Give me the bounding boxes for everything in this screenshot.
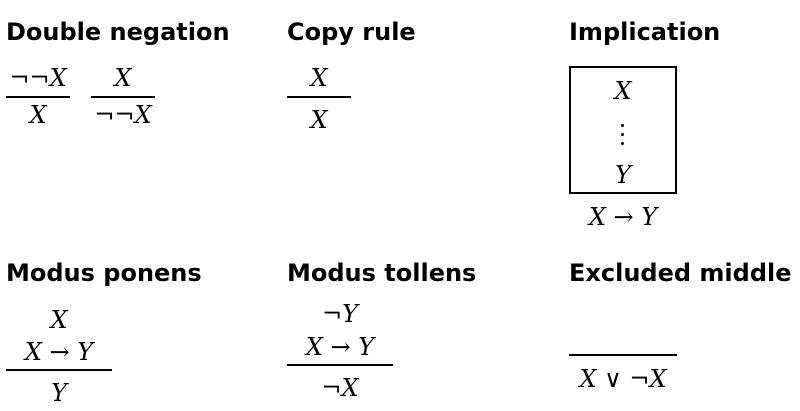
double-negation-right-premise: X xyxy=(114,64,132,92)
copy-rule-conclusion: X xyxy=(310,106,328,134)
implication-box-result: Y xyxy=(615,161,631,189)
modus-ponens-premise-1: X xyxy=(50,306,68,334)
implication-vertical-dots xyxy=(621,124,625,151)
double-negation-left-premise: ¬¬X xyxy=(9,64,67,92)
implication-title: Implication xyxy=(569,18,721,46)
implication-box-assumption: X xyxy=(614,77,632,105)
copy-rule-title: Copy rule xyxy=(287,18,416,46)
excluded-middle-bar xyxy=(569,354,677,356)
modus-tollens-premise-1: ¬Y xyxy=(322,300,358,328)
excluded-middle-title: Excluded middle xyxy=(569,259,792,287)
copy-rule-premise: X xyxy=(310,64,328,92)
modus-ponens-premise-2: X → Y xyxy=(24,338,94,366)
modus-ponens-conclusion: Y xyxy=(51,379,67,407)
copy-rule-bar xyxy=(287,96,351,98)
modus-tollens-bar xyxy=(287,364,393,366)
modus-tollens-title: Modus tollens xyxy=(287,259,477,287)
implication-conclusion: X → Y xyxy=(588,203,658,231)
double-negation-left-bar xyxy=(6,96,70,98)
modus-tollens-conclusion: ¬X xyxy=(321,374,359,402)
implication-subproof-box xyxy=(569,66,677,194)
double-negation-left-conclusion: X xyxy=(29,101,47,129)
double-negation-title: Double negation xyxy=(6,18,230,46)
excluded-middle-conclusion: X ∨ ¬X xyxy=(579,365,667,393)
double-negation-right-bar xyxy=(91,96,155,98)
double-negation-right-conclusion: ¬¬X xyxy=(94,101,152,129)
modus-ponens-title: Modus ponens xyxy=(6,259,202,287)
modus-tollens-premise-2: X → Y xyxy=(305,333,375,361)
modus-ponens-bar xyxy=(6,369,112,371)
